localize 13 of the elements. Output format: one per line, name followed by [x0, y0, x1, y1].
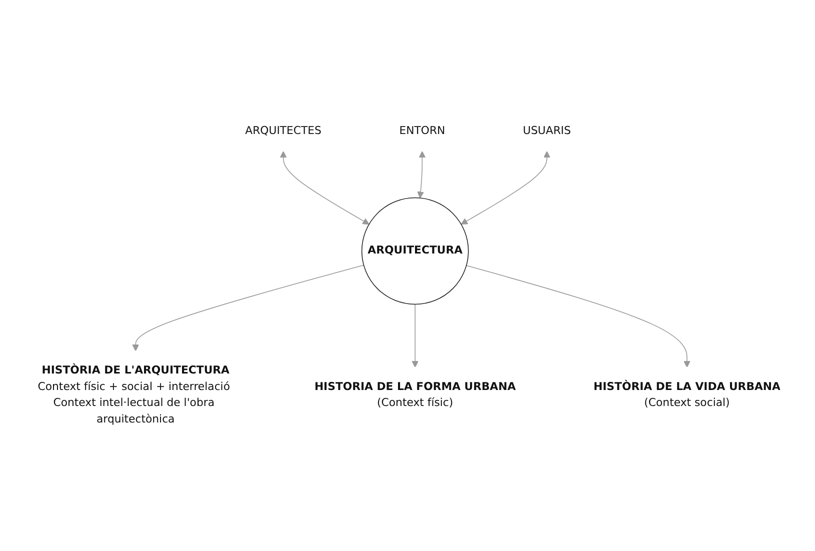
- node-text: ENTORN: [399, 124, 446, 138]
- node-circle: ARQUITECTURA: [361, 197, 469, 305]
- node-text: ARQUITECTES: [245, 124, 322, 138]
- arrow: [466, 265, 690, 368]
- node-text: HISTÒRIA DE L'ARQUITECTURA Context físic + social + interrelació Context intel·lectual de l'obra arquitectònica: [38, 364, 230, 426]
- node-text: HISTORIA DE LA FORMA URBANA (Context físic): [314, 380, 516, 410]
- arrow: [132, 264, 364, 352]
- node-text: HISTÒRIA DE LA VIDA URBANA (Context social): [594, 380, 780, 410]
- node-text: USUARIS: [522, 124, 571, 138]
- arrow: [280, 151, 370, 225]
- arrow: [460, 151, 550, 225]
- arrow: [412, 304, 419, 368]
- arrow: [417, 151, 426, 198]
